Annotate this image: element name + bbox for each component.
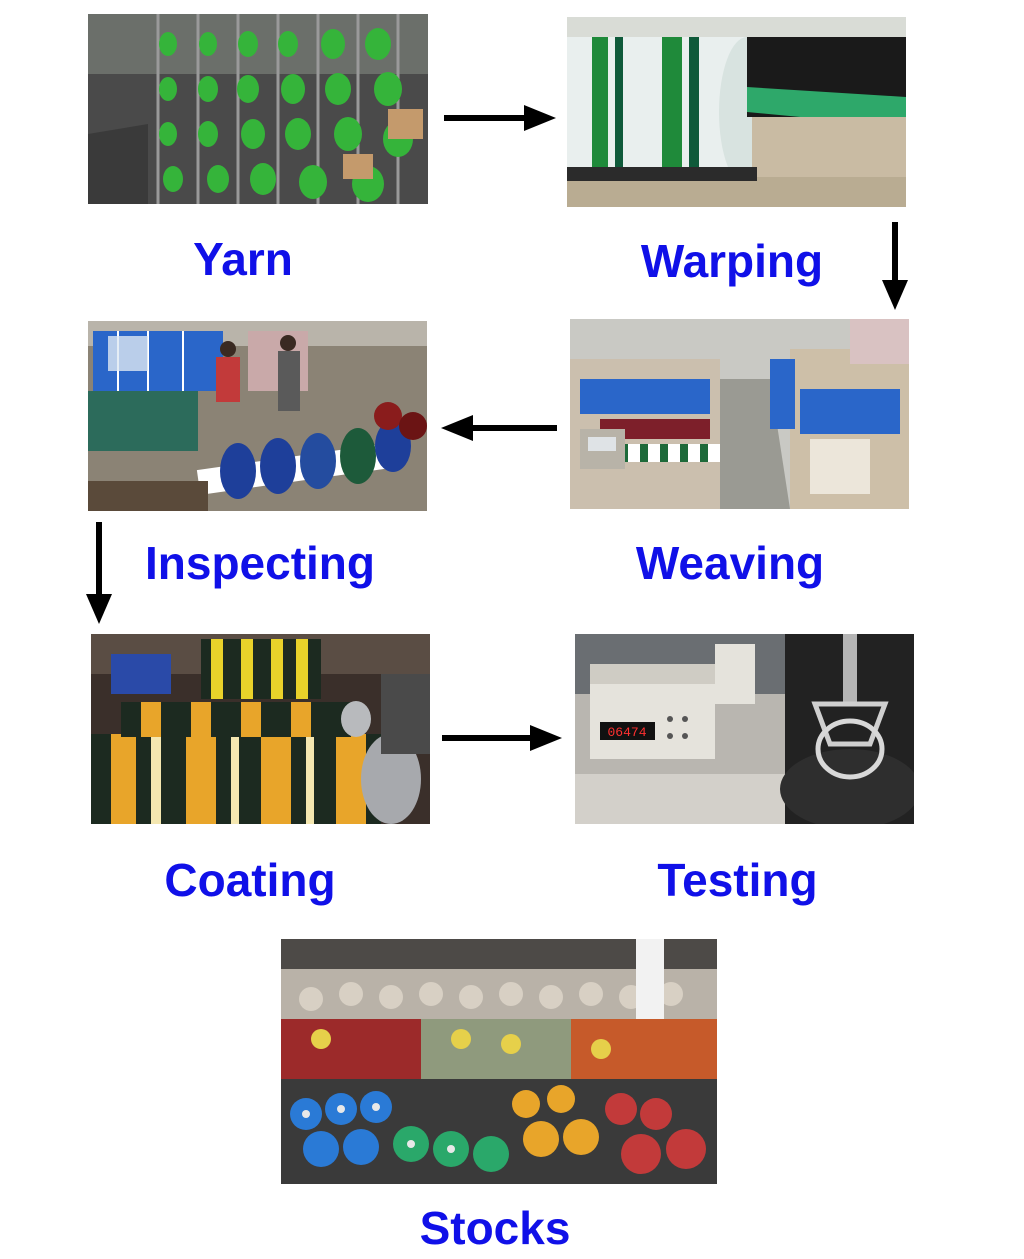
step-label-testing: Testing (635, 857, 840, 903)
warping-photo (567, 17, 906, 207)
step-label-stocks: Stocks (395, 1205, 595, 1251)
stocks-photo (281, 939, 717, 1184)
yarn-photo (88, 14, 428, 204)
testing-photo: 06474 (575, 634, 914, 824)
arrow-down-icon (84, 520, 114, 626)
arrow-left-icon (437, 412, 561, 444)
step-label-warping: Warping (612, 238, 852, 284)
arrow-down-icon (880, 220, 910, 312)
step-label-inspecting: Inspecting (130, 540, 390, 586)
step-label-coating: Coating (145, 857, 355, 903)
inspecting-photo (88, 321, 427, 511)
step-label-weaving: Weaving (615, 540, 845, 586)
coating-photo (91, 634, 430, 824)
svg-text:06474: 06474 (607, 725, 646, 740)
arrow-right-icon (438, 722, 566, 754)
step-label-yarn: Yarn (143, 236, 343, 282)
arrow-right-icon (440, 102, 558, 134)
weaving-photo (570, 319, 909, 509)
